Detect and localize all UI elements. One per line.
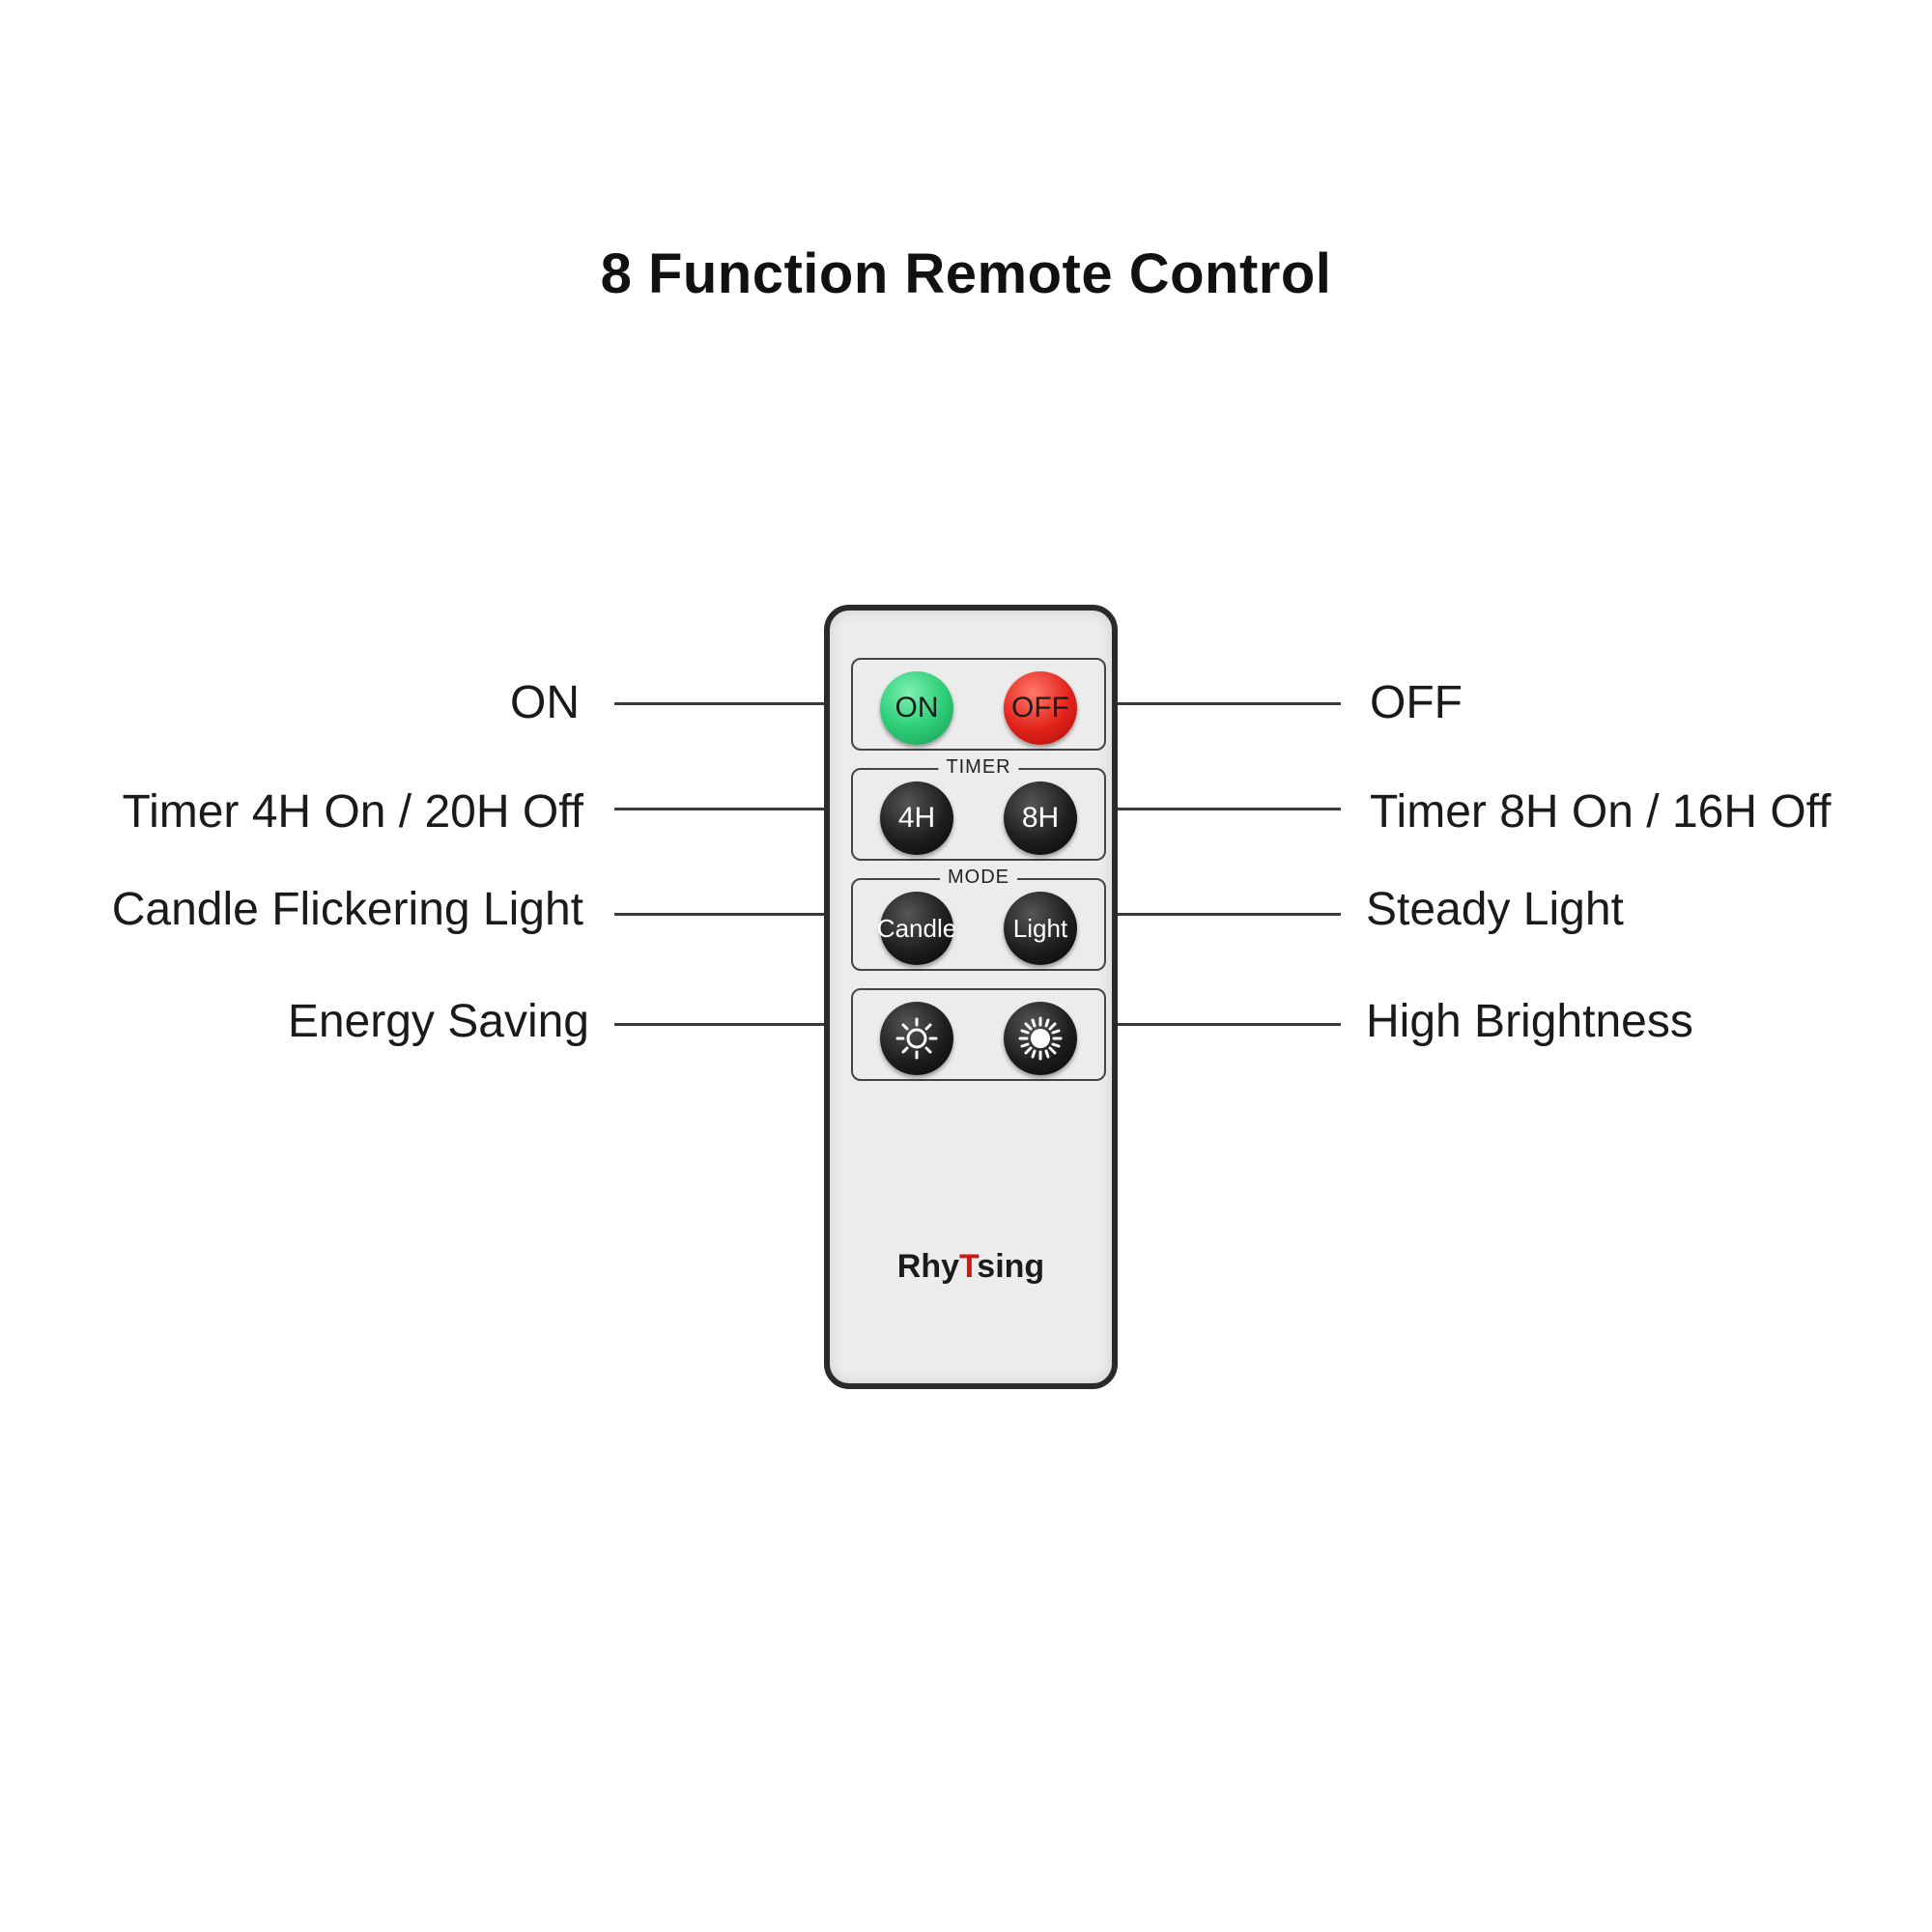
callout-off: OFF xyxy=(1370,677,1463,728)
callout-timer-4h: Timer 4H On / 20H Off xyxy=(122,786,583,838)
brand-logo-mark: T xyxy=(959,1248,978,1285)
leader-line-energy-saving xyxy=(614,1023,827,1026)
leader-line-high-brightness xyxy=(1115,1023,1341,1026)
timer-group-label: TIMER xyxy=(938,754,1019,780)
remote-control: ON OFF TIMER 4H 8H MODE Candle Light xyxy=(824,605,1118,1389)
sun-outline-icon xyxy=(895,1017,938,1060)
callout-energy-saving: Energy Saving xyxy=(287,996,589,1047)
callout-on: ON xyxy=(510,677,580,728)
candle-mode-button[interactable]: Candle xyxy=(877,892,956,965)
on-button[interactable]: ON xyxy=(880,671,953,745)
off-button[interactable]: OFF xyxy=(1004,671,1077,745)
brand-logo-suffix: sing xyxy=(977,1248,1045,1285)
timer-8h-button[interactable]: 8H xyxy=(1004,781,1077,855)
brightness-button-group xyxy=(851,988,1106,1081)
callout-high-brightness: High Brightness xyxy=(1366,996,1693,1047)
leader-line-on xyxy=(614,702,827,705)
brand-logo-prefix: Rhy xyxy=(896,1248,960,1285)
callout-steady-light: Steady Light xyxy=(1366,884,1624,935)
callout-timer-8h: Timer 8H On / 16H Off xyxy=(1370,786,1832,838)
mode-group-label: MODE xyxy=(940,865,1017,890)
mode-button-group: MODE Candle Light xyxy=(851,865,1106,971)
leader-line-off xyxy=(1115,702,1341,705)
leader-line-timer-8h xyxy=(1115,808,1341,810)
light-mode-button[interactable]: Light xyxy=(1004,892,1077,965)
leader-line-timer-4h xyxy=(614,808,827,810)
energy-saving-button[interactable] xyxy=(880,1002,953,1075)
power-button-group: ON OFF xyxy=(851,658,1106,751)
leader-line-steady xyxy=(1115,913,1341,916)
diagram-title: 8 Function Remote Control xyxy=(600,242,1332,305)
high-brightness-button[interactable] xyxy=(1004,1002,1077,1075)
timer-4h-button[interactable]: 4H xyxy=(880,781,953,855)
brand-logo: RhyTsing xyxy=(830,1248,1112,1286)
leader-line-candle xyxy=(614,913,827,916)
callout-candle-flickering: Candle Flickering Light xyxy=(111,884,583,935)
sun-filled-icon xyxy=(1018,1016,1063,1061)
timer-button-group: TIMER 4H 8H xyxy=(851,754,1106,861)
